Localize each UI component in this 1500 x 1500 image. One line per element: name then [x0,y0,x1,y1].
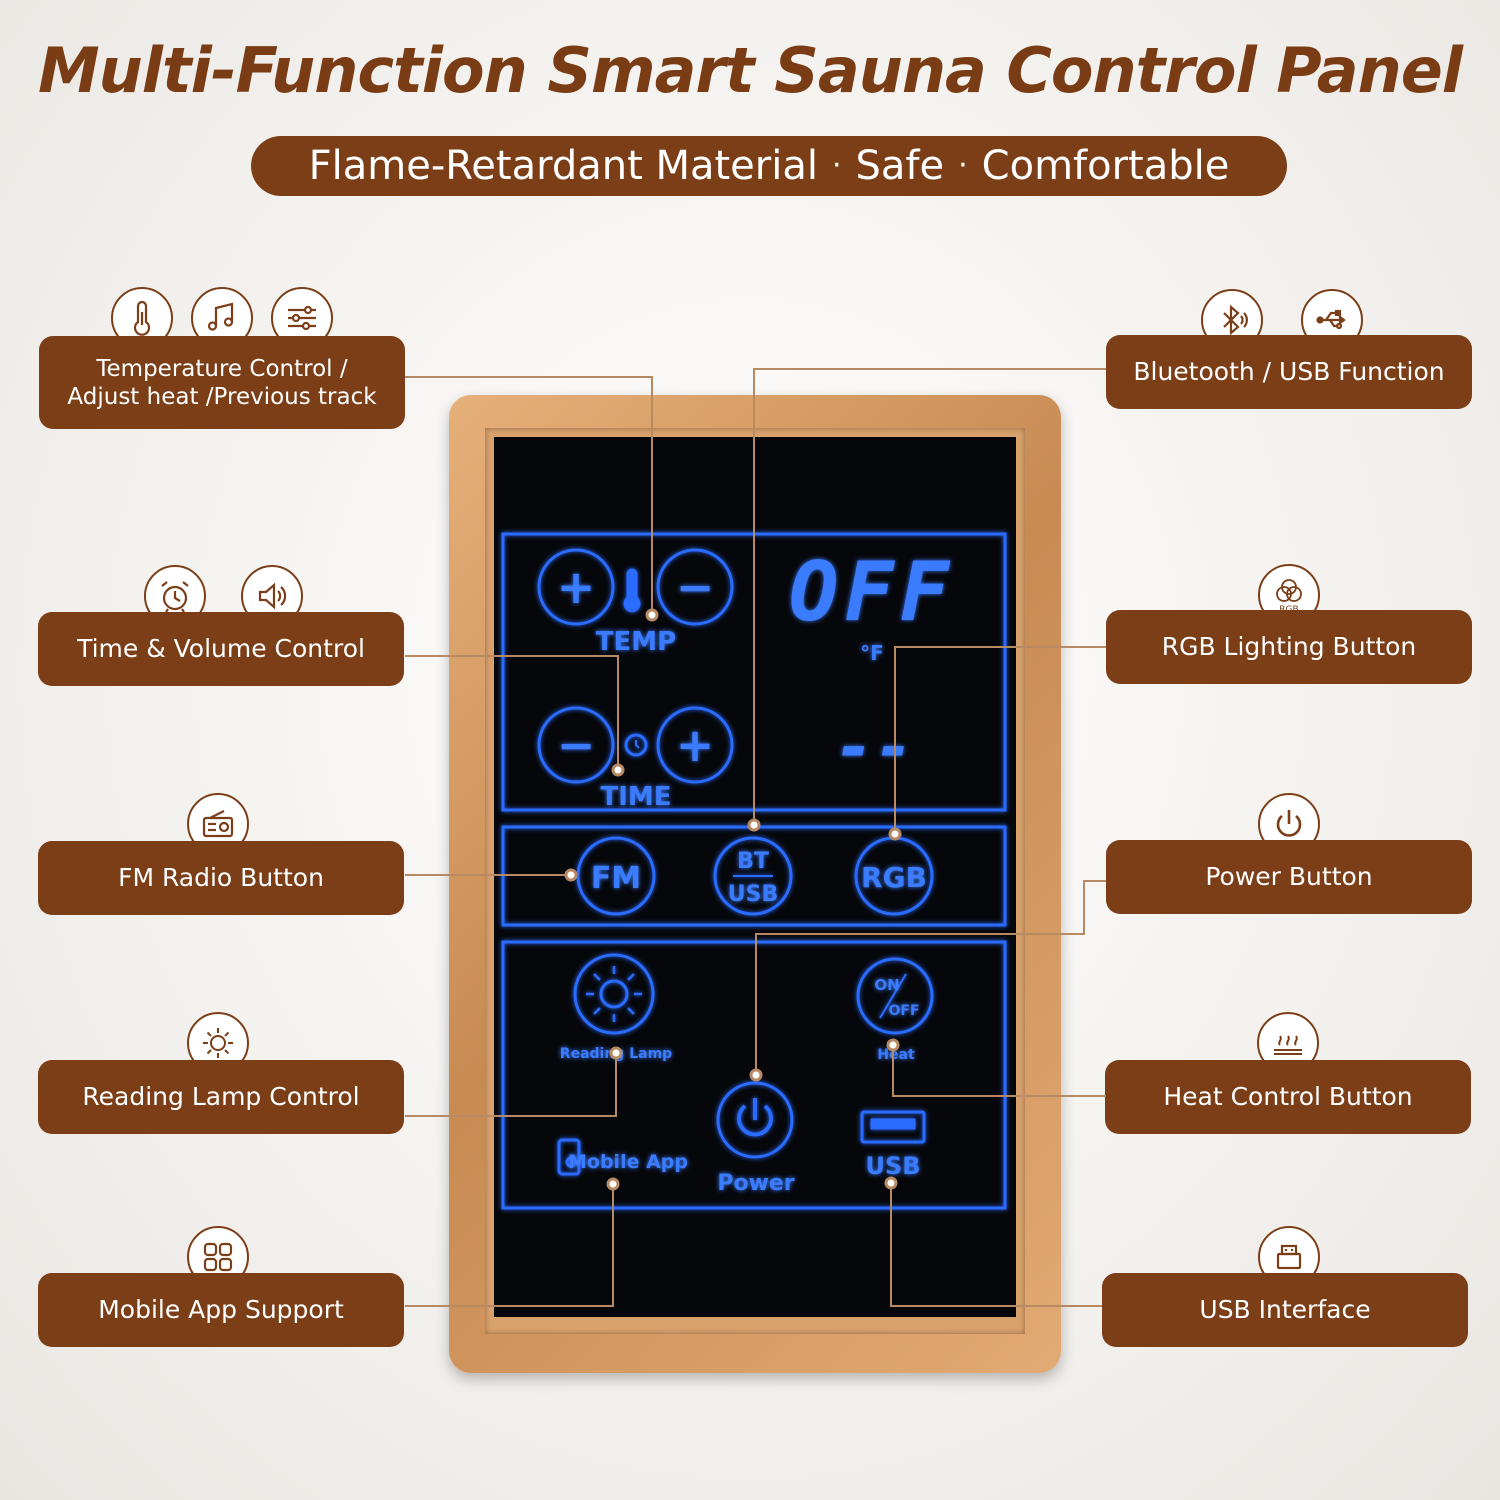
label-reading-lamp: Reading Lamp Control [38,1060,404,1134]
panel-screen [494,437,1016,1317]
separator-dot: · [831,148,842,183]
label-heat-control: Heat Control Button [1105,1060,1471,1134]
label-time-volume: Time & Volume Control [38,612,404,686]
label-temperature-control: Temperature Control / Adjust heat /Previ… [39,336,405,429]
label-temperature-line2: Adjust heat /Previous track [67,383,377,410]
feature-flame-retardant: Flame-Retardant Material [308,143,818,189]
label-usb-interface: USB Interface [1102,1273,1468,1347]
separator-dot: · [958,148,968,183]
label-bluetooth-usb: Bluetooth / USB Function [1106,335,1472,409]
label-power: Power Button [1106,840,1472,914]
label-temperature-line1: Temperature Control / [96,355,348,382]
feature-comfortable: Comfortable [981,143,1230,189]
label-rgb-lighting: RGB Lighting Button [1106,610,1472,684]
page-title: Multi-Function Smart Sauna Control Panel [37,34,1463,107]
label-mobile-app: Mobile App Support [38,1273,404,1347]
label-fm-radio: FM Radio Button [38,841,404,915]
feature-safe: Safe [855,143,945,189]
feature-banner: Flame-Retardant Material · Safe · Comfortabl… [251,136,1287,196]
